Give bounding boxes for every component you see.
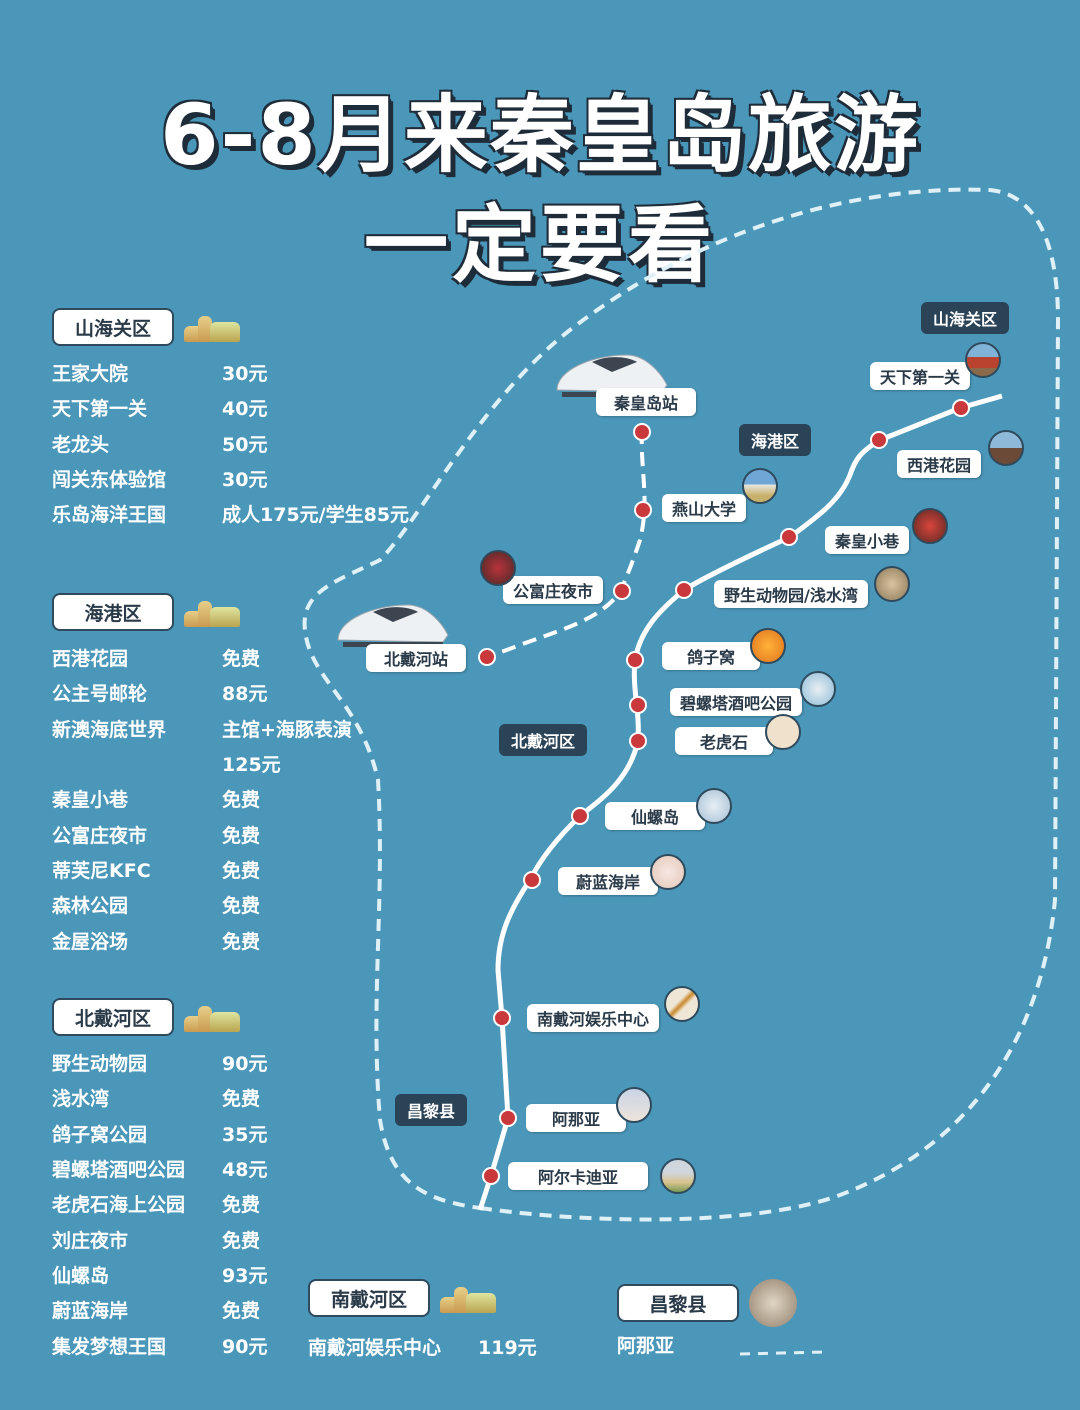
station-branch-line	[484, 429, 647, 660]
laohushi-photo-icon	[765, 714, 801, 750]
section-label: 昌黎县	[617, 1284, 739, 1322]
list-item: 秦皇小巷免费	[52, 789, 261, 812]
qinhuangxiaoxiang-photo-icon	[912, 508, 948, 544]
aranya-photo-icon	[616, 1087, 652, 1123]
stop-biluota-bar-park[interactable]: 碧螺塔酒吧公园	[670, 688, 803, 716]
stop-xiganghuayuan[interactable]: 西港花园	[897, 450, 982, 478]
stop-dots	[478, 399, 970, 1185]
map-district-shanhaiguan: 山海关区	[921, 302, 1010, 334]
list-item: 浅水湾免费	[52, 1088, 261, 1111]
stop-yanshan-university[interactable]: 燕山大学	[662, 494, 747, 522]
list-item: 刘庄夜市免费	[52, 1229, 261, 1252]
list-item: 蔚蓝海岸免费	[52, 1300, 261, 1323]
stop-weilan-coast[interactable]: 蔚蓝海岸	[558, 867, 658, 895]
list-item: 金屋浴场免费	[52, 930, 261, 953]
list-item: 125元	[222, 754, 281, 777]
decorative-dash	[739, 1350, 826, 1356]
station-beidaihe[interactable]: 北戴河站	[366, 644, 466, 672]
yanshan-university-photo-icon	[742, 468, 778, 504]
stop-aranya[interactable]: 阿那亚	[526, 1104, 626, 1132]
stop-arcadia[interactable]: 阿尔卡迪亚	[508, 1162, 648, 1190]
xianluodao-photo-icon	[696, 788, 732, 824]
page-title-line1: 6-8月来秦皇岛旅游	[160, 86, 920, 184]
weilan-coast-photo-icon	[650, 854, 686, 890]
biluota-photo-icon	[800, 671, 836, 707]
section-label: 南戴河区	[308, 1279, 430, 1317]
section-label: 海港区	[52, 593, 174, 631]
arcadia-photo-icon	[660, 1158, 696, 1194]
section-label: 北戴河区	[52, 998, 174, 1036]
map-district-beidaihe: 北戴河区	[499, 724, 588, 756]
stop-wildlife-park[interactable]: 野生动物园/浅水湾	[714, 580, 868, 608]
stop-xianluodao[interactable]: 仙螺岛	[605, 802, 705, 830]
landmark-icon	[184, 1002, 242, 1032]
page-title-line2: 一定要看	[363, 196, 716, 294]
list-item: 乐岛海洋王国成人175元/学生85元	[52, 504, 410, 527]
stop-gongfuzhuang-night-market[interactable]: 公富庄夜市	[503, 576, 604, 604]
nandaihe-photo-icon	[664, 986, 700, 1022]
stop-qinhuangxiaoxiang[interactable]: 秦皇小巷	[825, 526, 910, 554]
list-item: 阿那亚	[617, 1335, 675, 1358]
landmark-icon	[184, 312, 242, 342]
section-changli: 昌黎县 阿那亚	[617, 1279, 797, 1362]
xiganghuayuan-photo-icon	[988, 430, 1024, 466]
stop-tianxiadiyiguan[interactable]: 天下第一关	[870, 362, 971, 390]
list-item: 森林公园免费	[52, 895, 261, 918]
gezi-wo-sunrise-photo-icon	[750, 628, 786, 664]
stop-gezi-wo[interactable]: 鸽子窝	[662, 642, 760, 670]
landmark-icon	[184, 597, 242, 627]
stop-laohushi[interactable]: 老虎石	[675, 727, 773, 755]
list-item: 西港花园免费	[52, 648, 261, 671]
list-item: 公富庄夜市免费	[52, 824, 261, 847]
tianxiadiyiguan-photo-icon	[965, 342, 1001, 378]
map-district-haigang: 海港区	[739, 424, 812, 456]
list-item: 新澳海底世界主馆+海豚表演	[52, 718, 352, 741]
gongfuzhuang-photo-icon	[480, 550, 516, 586]
changli-landmark-icon	[749, 1279, 797, 1327]
region-boundary	[302, 187, 1061, 1222]
landmark-icon	[440, 1283, 498, 1313]
list-item: 老虎石海上公园免费	[52, 1194, 261, 1217]
section-label: 山海关区	[52, 308, 174, 346]
station-qinhuangdao[interactable]: 秦皇岛站	[596, 388, 696, 416]
map-district-changli: 昌黎县	[395, 1094, 468, 1126]
stop-nandaihe-entertainment-center[interactable]: 南戴河娱乐中心	[527, 1004, 660, 1032]
wildlife-park-photo-icon	[874, 566, 910, 602]
